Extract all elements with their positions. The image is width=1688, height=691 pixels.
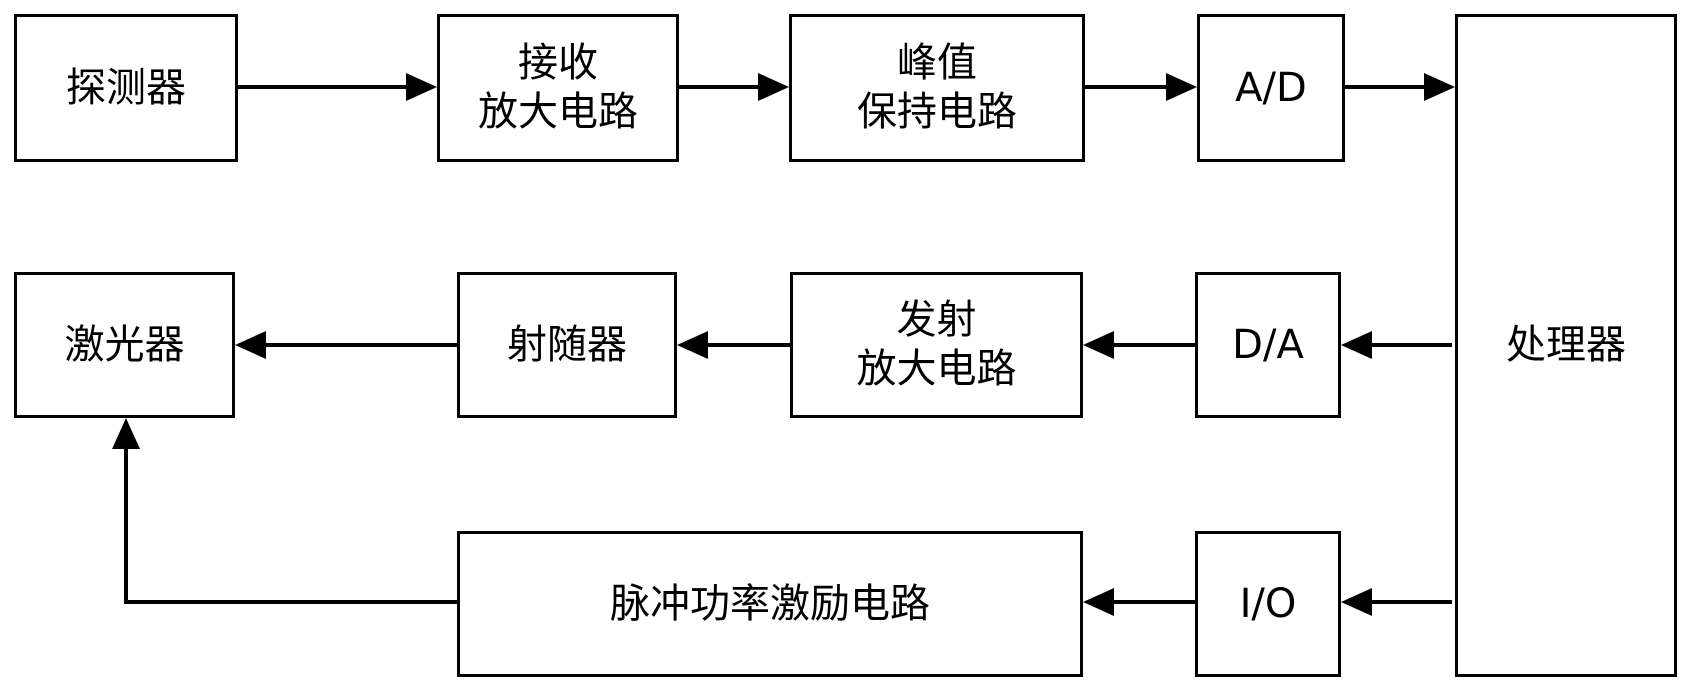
pulse-power-drive-block: 脉冲功率激励电路 <box>457 531 1083 677</box>
label-line: 处理器 <box>1506 322 1626 369</box>
transmit-amplifier-label: 发射放大电路 <box>857 296 1017 394</box>
arrowhead-into-pulse-drive <box>1083 588 1114 616</box>
processor-block: 处理器 <box>1455 14 1677 677</box>
arrowhead-up-into-laser <box>112 418 140 449</box>
label-line: 接收 <box>518 40 598 87</box>
detector-block: 探测器 <box>14 14 238 162</box>
label-line: 放大电路 <box>856 346 1017 392</box>
detector-label: 探测器 <box>66 64 186 113</box>
peak-hold-block: 峰值保持电路 <box>789 14 1085 162</box>
label-line: 探测器 <box>66 64 186 111</box>
arrowhead-into-adc <box>1166 73 1197 101</box>
arrowhead-into-tx-amp <box>1083 331 1114 359</box>
arrowhead-into-processor <box>1424 73 1455 101</box>
receive-amplifier-label: 接收放大电路 <box>478 39 638 137</box>
arrowhead-into-laser <box>235 331 266 359</box>
adc-block: A/D <box>1197 14 1345 162</box>
transmit-amplifier-block: 发射放大电路 <box>790 272 1083 418</box>
dac-block: D/A <box>1195 272 1341 418</box>
label-line: 放大电路 <box>478 89 638 135</box>
laser-block: 激光器 <box>14 272 235 418</box>
processor-label: 处理器 <box>1506 321 1626 370</box>
io-label: I/O <box>1240 580 1297 629</box>
label-line: 发射 <box>896 297 977 344</box>
laser-label: 激光器 <box>65 321 185 370</box>
label-line: I/O <box>1239 580 1297 627</box>
io-block: I/O <box>1195 531 1341 677</box>
emitter-follower-label: 射随器 <box>507 321 627 370</box>
adc-label: A/D <box>1235 64 1307 113</box>
arrowhead-into-peak-hold <box>758 73 789 101</box>
emitter-follower-block: 射随器 <box>457 272 677 418</box>
arrowhead-into-io <box>1341 588 1372 616</box>
arrowhead-into-dac <box>1341 331 1372 359</box>
label-line: D/A <box>1232 321 1304 368</box>
arrowhead-into-emitter-follower <box>677 331 708 359</box>
label-line: 射随器 <box>507 321 627 368</box>
pulse-power-drive-label: 脉冲功率激励电路 <box>610 580 930 629</box>
arrowhead-into-rx-amp <box>406 73 437 101</box>
label-line: A/D <box>1235 64 1307 111</box>
receive-amplifier-block: 接收放大电路 <box>437 14 679 162</box>
label-line: 激光器 <box>64 321 185 368</box>
label-line: 脉冲功率激励电路 <box>610 580 930 627</box>
peak-hold-label: 峰值保持电路 <box>857 39 1017 137</box>
label-line: 峰值 <box>897 40 977 87</box>
connector-pulse-drive-to-laser <box>124 449 457 604</box>
label-line: 保持电路 <box>857 89 1017 135</box>
dac-label: D/A <box>1232 321 1304 370</box>
